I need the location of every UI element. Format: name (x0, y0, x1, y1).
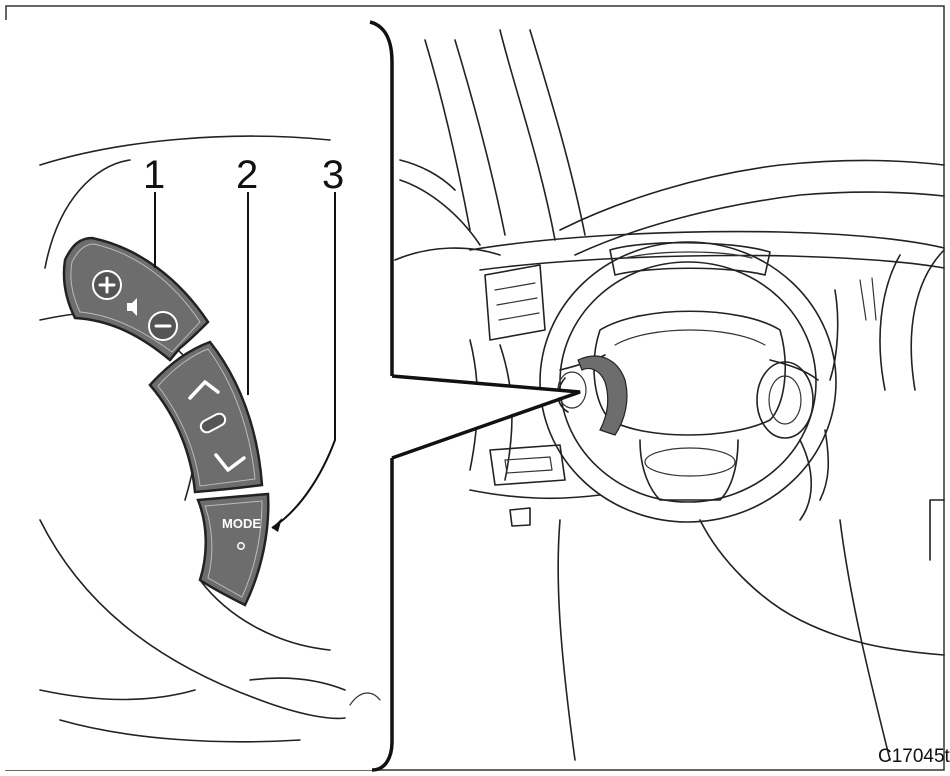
seek-indicator-icon (199, 412, 227, 434)
volume-switch[interactable] (62, 236, 210, 362)
callout-2: 2 (236, 153, 258, 197)
seek-switch[interactable] (148, 340, 264, 494)
minus-icon[interactable] (148, 311, 178, 341)
magnifier-border (369, 20, 394, 772)
callout-3: 3 (322, 153, 344, 197)
wheel-switch-cluster (577, 355, 628, 436)
chevron-down-icon[interactable] (214, 453, 246, 472)
car-interior-drawing (394, 29, 945, 761)
callout-1: 1 (143, 153, 165, 197)
leader-line-3 (271, 192, 336, 529)
figure-code: C17045t (878, 746, 950, 767)
mode-switch[interactable]: MODE (196, 492, 270, 607)
plus-icon[interactable] (92, 270, 122, 300)
speaker-icon (127, 298, 137, 316)
chevron-up-icon[interactable] (188, 380, 220, 400)
mode-indicator-icon (237, 542, 245, 550)
magnified-view: MODE 1 2 3 (0, 20, 581, 772)
mode-label: MODE (222, 516, 261, 531)
